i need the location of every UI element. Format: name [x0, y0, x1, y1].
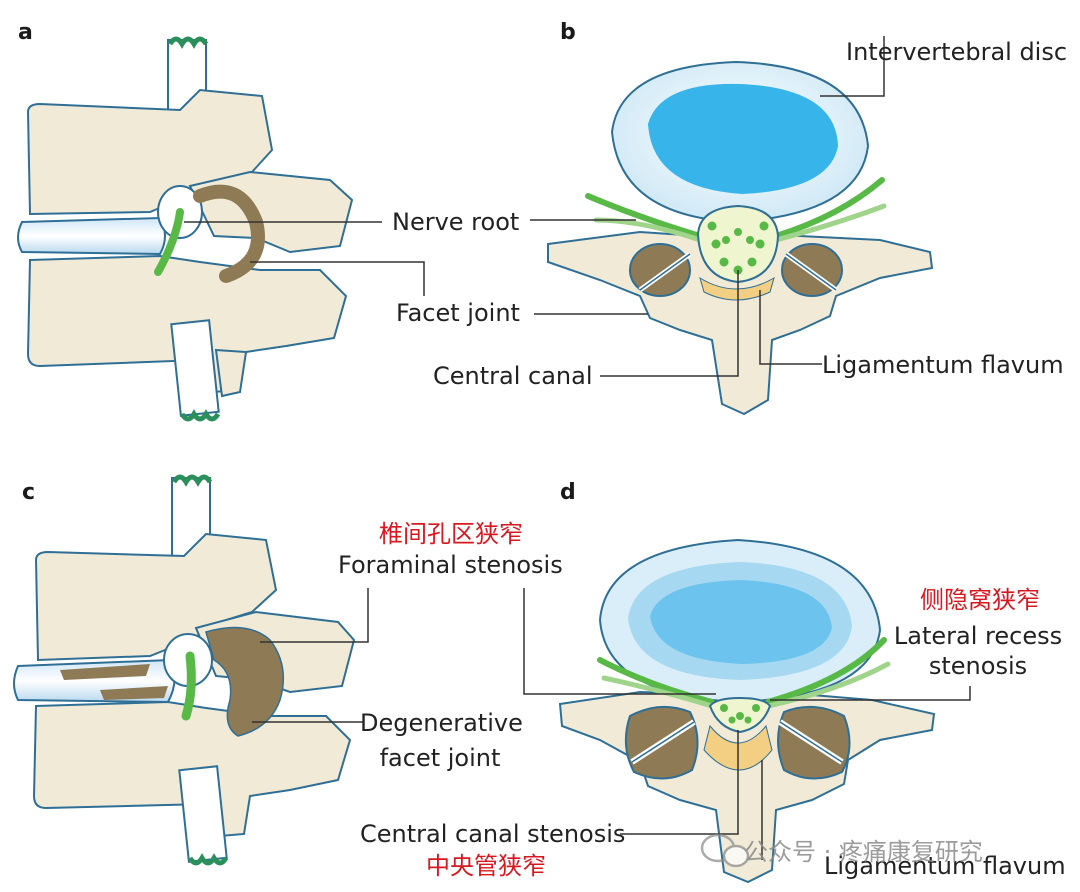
label-ligamentum-flavum-b: Ligamentum flavum — [822, 351, 1064, 379]
label-ligamentum-flavum-d: Ligamentum flavum — [824, 852, 1066, 880]
panel-label-d: d — [560, 480, 576, 505]
label-degenerative-facet-line1: Degenerative — [360, 709, 523, 737]
nerve-root-a — [154, 208, 184, 276]
watermark-icon — [700, 833, 750, 868]
label-central-canal: Central canal — [433, 362, 593, 390]
watermark-text: 公众号 · 疼痛康复研究 — [744, 838, 983, 866]
panel-c-drawing — [13, 474, 369, 866]
label-lateral-recess-cn: 侧隐窝狭窄 — [920, 586, 1040, 614]
label-intervertebral-disc: Intervertebral disc — [846, 38, 1068, 66]
nerve-root-d-left — [597, 657, 715, 705]
label-lateral-recess-line1: Lateral recess — [893, 622, 1063, 650]
panel-label-c: c — [22, 480, 36, 505]
central-canal-b — [696, 204, 780, 284]
panel-b-drawing — [530, 36, 934, 416]
panel-a-drawing — [17, 36, 425, 422]
nerve-root-d-right — [765, 637, 887, 705]
panel-d-drawing — [523, 538, 971, 884]
nerve-root-b-right — [773, 177, 885, 239]
panel-label-b: b — [560, 20, 576, 45]
degenerative-facet-c — [205, 626, 285, 737]
label-facet-joint: Facet joint — [396, 299, 520, 327]
label-lateral-recess-line2: stenosis — [928, 652, 1028, 680]
label-central-canal-stenosis: Central canal stenosis — [360, 820, 626, 848]
label-central-canal-stenosis-cn: 中央管狭窄 — [426, 852, 546, 880]
label-foraminal-stenosis-cn: 椎间孔区狭窄 — [379, 520, 523, 548]
label-foraminal-stenosis: Foraminal stenosis — [338, 551, 563, 579]
label-degenerative-facet-line2: facet joint — [379, 744, 501, 772]
nerve-root-b-left — [585, 193, 703, 239]
label-nerve-root: Nerve root — [392, 208, 520, 236]
disc-a — [17, 216, 166, 256]
nerve-root-c — [181, 651, 196, 721]
panel-label-a: a — [18, 20, 33, 45]
